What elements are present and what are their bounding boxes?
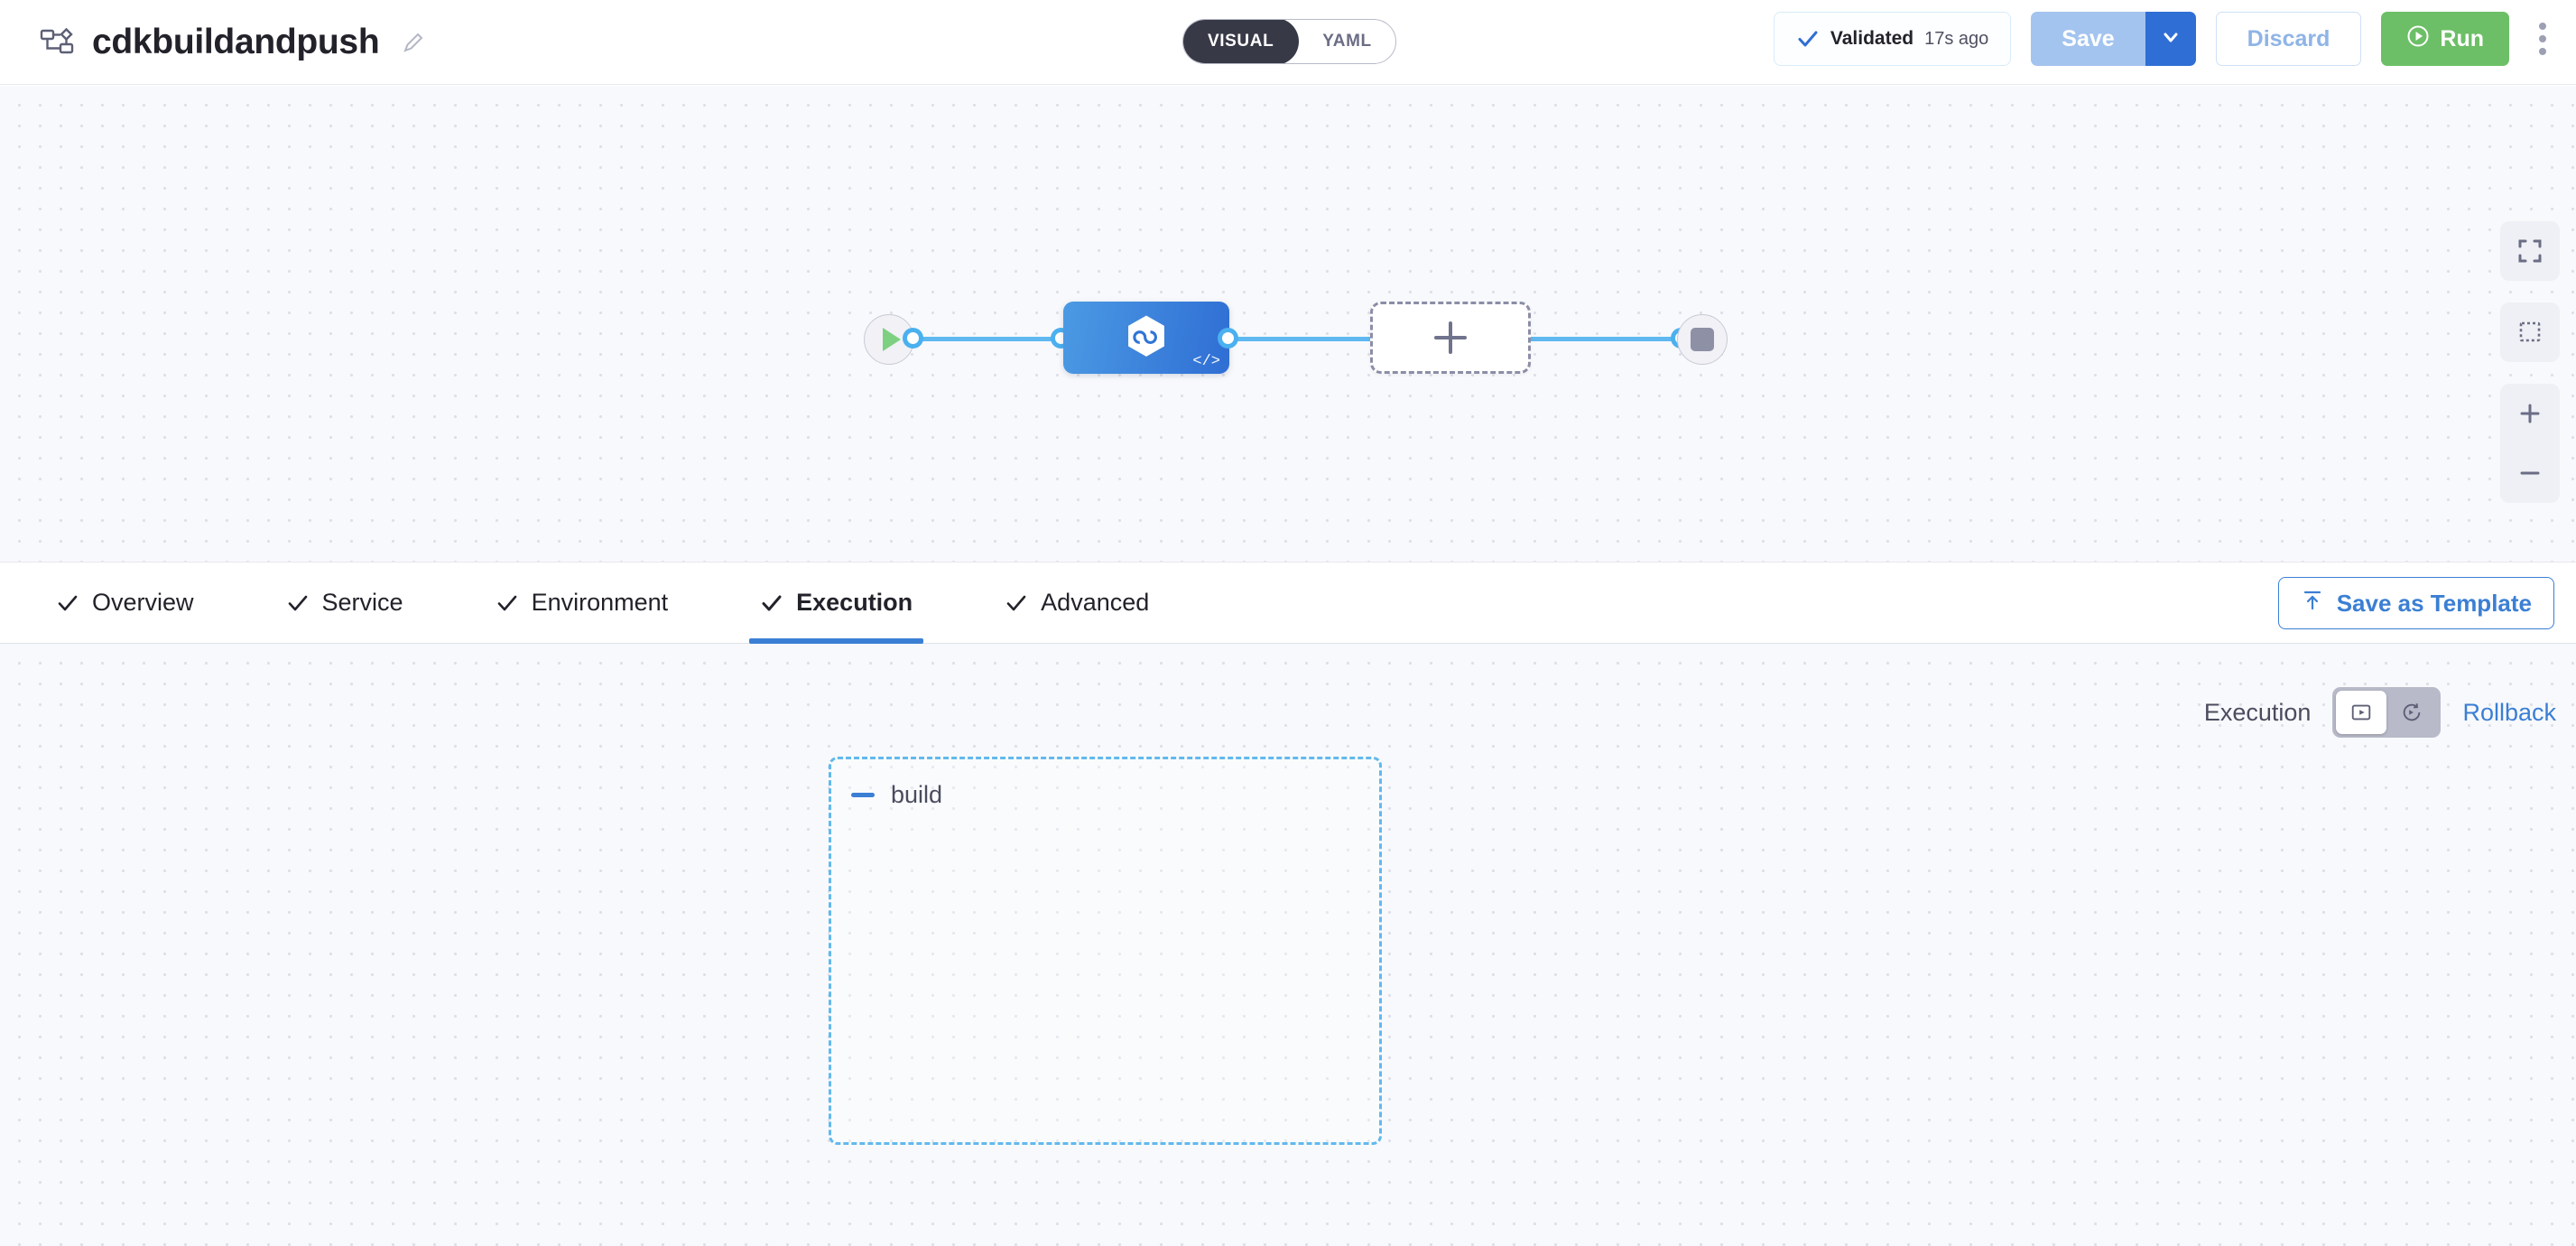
fit-screen-button[interactable] [2500, 221, 2560, 281]
kebab-dot [2539, 35, 2546, 42]
play-circle-icon [2406, 24, 2430, 54]
discard-button[interactable]: Discard [2215, 12, 2362, 66]
tab-label: Service [321, 589, 403, 616]
tab-advanced[interactable]: Advanced [999, 562, 1154, 644]
stage-canvas[interactable]: </> ckd Add Stage [0, 86, 2576, 562]
mode-toggle[interactable]: VISUAL YAML [1182, 19, 1396, 64]
tab-overview[interactable]: Overview [51, 562, 199, 644]
ckd-output-port[interactable] [1218, 328, 1238, 349]
add-stage-button[interactable] [1370, 302, 1531, 374]
header-actions: Validated 17s ago Save Discard Run [1773, 12, 2556, 66]
marquee-select-button[interactable] [2500, 302, 2560, 362]
zoom-out-button[interactable] [2500, 443, 2560, 503]
chevron-down-icon [2160, 26, 2182, 52]
pencil-icon[interactable] [401, 30, 426, 55]
execution-canvas[interactable]: Execution Rollback build [0, 644, 2576, 1246]
validated-label: Validated [1830, 28, 1914, 49]
save-dropdown-button[interactable] [2145, 12, 2196, 66]
tab-execution[interactable]: Execution [749, 562, 924, 644]
execution-view-toolbar: Execution Rollback [2204, 687, 2556, 738]
harness-infinity-icon [1128, 315, 1164, 357]
connector-addstage-to-end [1529, 337, 1710, 341]
check-icon [496, 591, 519, 615]
play-icon [883, 328, 901, 351]
page-title: cdkbuildandpush [92, 22, 380, 61]
template-upload-icon [2301, 589, 2324, 618]
tab-label: Execution [796, 589, 913, 616]
minus-icon[interactable] [851, 793, 875, 797]
rollback-link[interactable]: Rollback [2462, 698, 2556, 726]
validated-timestamp: 17s ago [1924, 28, 1989, 49]
run-button-label: Run [2440, 25, 2484, 51]
kebab-menu-icon[interactable] [2529, 12, 2556, 66]
check-icon [1796, 27, 1820, 51]
pipeline-icon [38, 23, 76, 61]
save-as-template-button[interactable]: Save as Template [2277, 577, 2554, 629]
run-button[interactable]: Run [2381, 12, 2509, 66]
tab-label: Environment [531, 589, 669, 616]
stage-node-ckd[interactable]: </> [1063, 302, 1229, 374]
check-icon [56, 591, 79, 615]
rollback-view-button[interactable] [2386, 691, 2437, 734]
mode-toggle-visual[interactable]: VISUAL [1182, 20, 1300, 63]
stage-tabs-bar: Overview Service Environment Execution A… [0, 562, 2576, 644]
check-icon [760, 591, 783, 615]
start-output-port[interactable] [903, 328, 923, 349]
execution-rollback-toggle[interactable] [2332, 687, 2442, 738]
check-icon [1005, 591, 1028, 615]
header-left-group: cdkbuildandpush [0, 23, 426, 62]
tab-service[interactable]: Service [281, 562, 409, 644]
tab-label: Advanced [1041, 589, 1150, 616]
save-button-group[interactable]: Save [2031, 12, 2196, 66]
zoom-controls[interactable] [2500, 384, 2560, 503]
tab-environment[interactable]: Environment [490, 562, 674, 644]
zoom-in-button[interactable] [2500, 384, 2560, 443]
check-icon [286, 591, 310, 615]
execution-view-icon [2352, 704, 2371, 721]
kebab-dot [2539, 48, 2546, 55]
connector-start-to-ckd [913, 337, 1139, 341]
app-header: cdkbuildandpush VISUAL YAML Validated 17… [0, 0, 2576, 85]
step-group-build[interactable]: build [829, 757, 1382, 1145]
rollback-icon [2404, 703, 2421, 721]
save-button[interactable]: Save [2031, 12, 2145, 66]
stop-icon [1691, 328, 1714, 351]
connector-ckd-to-addstage [1220, 337, 1473, 341]
step-group-header[interactable]: build [851, 781, 942, 809]
pipeline-end-node[interactable] [1677, 314, 1728, 365]
canvas-zoom-toolbar[interactable] [2500, 221, 2560, 503]
execution-toggle-label: Execution [2203, 698, 2312, 726]
status-badge-validated: Validated 17s ago [1773, 12, 2012, 66]
tab-label: Overview [92, 589, 194, 616]
step-group-title: build [891, 781, 943, 808]
mode-toggle-yaml[interactable]: YAML [1322, 32, 1372, 51]
code-badge-icon: </> [1192, 353, 1220, 370]
kebab-dot [2539, 23, 2546, 30]
execution-view-button[interactable] [2336, 691, 2387, 734]
save-as-template-label: Save as Template [2336, 589, 2532, 617]
